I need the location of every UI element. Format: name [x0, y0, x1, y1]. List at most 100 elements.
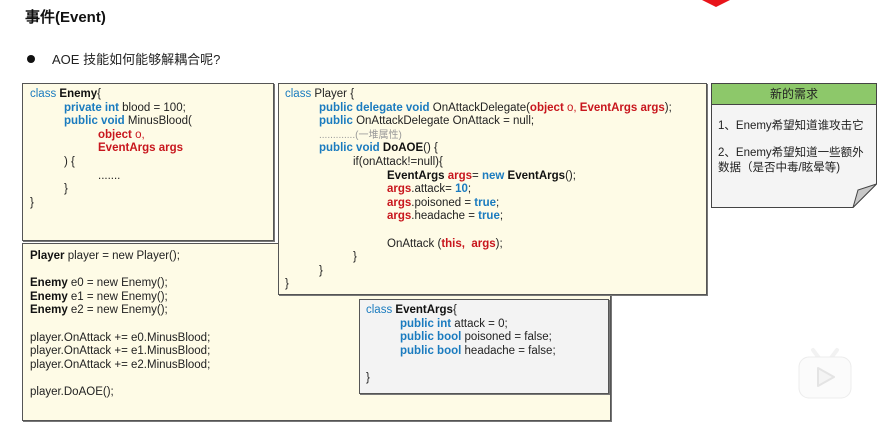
code-token: o, [563, 101, 580, 114]
code-token: public bool [400, 331, 462, 344]
blank-line [366, 358, 602, 372]
code-token: { [97, 88, 101, 100]
code-line: Enemy e1 = new Enemy(); [30, 291, 603, 305]
code-token: e2 = new Enemy(); [67, 304, 168, 317]
code-comment: .............(一堆属性) [285, 129, 700, 143]
code-token: EventArgs args [579, 101, 665, 114]
code-line: class Enemy{ [30, 88, 266, 102]
code-line: player.OnAttack += e1.MinusBlood; [30, 345, 211, 358]
code-token: e1 = new Enemy(); [67, 290, 168, 303]
code-token: blood = 100; [118, 101, 186, 114]
code-token: ; [467, 183, 472, 196]
code-token: DoAOE [382, 142, 424, 155]
code-token: class [285, 88, 312, 100]
code-line: OnAttack (this, args); [285, 238, 700, 252]
code-line: EventArgs args= new EventArgs(); [285, 170, 700, 184]
code-line: } [319, 264, 323, 277]
code-token: ) { [64, 155, 75, 168]
code-token: o, [131, 128, 145, 141]
code-token: args [447, 169, 473, 182]
code-line: player.OnAttack += e0.MinusBlood; [30, 331, 211, 344]
code-token: public int [400, 317, 452, 330]
code-token: EventArgs [395, 304, 453, 316]
note-paper-shape [711, 104, 877, 208]
code-token: this, args [441, 237, 496, 250]
code-token: } [30, 196, 34, 209]
code-token: ); [664, 101, 672, 114]
code-token: public void [319, 142, 380, 155]
code-token: player = new Player(); [64, 250, 180, 262]
code-line: } [353, 251, 357, 264]
code-token: true [478, 210, 500, 223]
code-token: .attack= [411, 183, 456, 196]
code-token: poisoned = false; [461, 331, 552, 344]
note-item-1: 1、Enemy希望知道谁攻击它 [718, 120, 864, 132]
code-line: player.OnAttack += e2.MinusBlood; [30, 358, 211, 371]
code-token: = [472, 169, 482, 182]
code-line: } [30, 183, 266, 197]
code-token: class [30, 88, 57, 100]
code-token: ; [499, 210, 504, 223]
red-slide-marker [702, 0, 730, 7]
code-token: ; [496, 196, 500, 209]
code-line: ) { [30, 156, 266, 170]
code-token: OnAttack ( [387, 237, 442, 250]
enemy-class-code-box: class Enemy{ private int blood = 100; pu… [22, 83, 274, 241]
note-text: 1、Enemy希望知道谁攻击它 2、Enemy希望知道一些额外数据（是否中毒/眩… [718, 119, 873, 188]
code-token: headache = false; [461, 344, 556, 357]
code-line: public int attack = 0; [366, 318, 602, 332]
code-token: Enemy [30, 290, 68, 303]
code-line: EventArgs args [30, 142, 266, 156]
code-line: args.headache = true; [285, 210, 700, 224]
code-token: (); [565, 169, 576, 182]
bullet-point: AOE 技能如何能够解耦合呢? [25, 49, 220, 68]
note-header: 新的需求 [711, 83, 877, 105]
requirements-note: 新的需求 1、Enemy希望知道谁攻击它 2、Enemy希望知道一些额外数据（是… [711, 83, 877, 208]
code-line: private int blood = 100; [30, 102, 266, 116]
code-token: Enemy [59, 88, 98, 100]
bilibili-tv-play-icon [798, 348, 852, 399]
code-token: public void [64, 115, 125, 128]
code-token: attack = 0; [451, 317, 508, 330]
code-line: Enemy e2 = new Enemy(); [30, 304, 603, 318]
blank-line [285, 224, 700, 238]
code-token: class [366, 304, 393, 316]
code-token: new [481, 169, 505, 182]
code-line: public bool poisoned = false; [366, 331, 602, 345]
code-token: object [529, 101, 564, 114]
code-line: Player player = new Player(); [30, 250, 603, 264]
code-line: public OnAttackDelegate OnAttack = null; [285, 115, 700, 129]
code-token: ); [495, 237, 503, 250]
code-line: public delegate void OnAttackDelegate(ob… [285, 102, 700, 116]
slide-title: 事件(Event) [25, 9, 106, 26]
code-line: } [285, 278, 289, 291]
code-line: ....... [30, 170, 266, 184]
code-line: class Player { [285, 88, 700, 102]
code-token: MinusBlood( [124, 115, 192, 128]
bullet-dot-icon [27, 54, 35, 63]
code-line: Enemy e0 = new Enemy(); [30, 277, 603, 291]
code-token: OnAttackDelegate OnAttack = null; [352, 115, 535, 128]
code-token: EventArgs [387, 169, 445, 182]
code-token: Enemy [30, 304, 68, 317]
eventargs-class-code-box: class EventArgs{ public int attack = 0; … [359, 299, 609, 394]
code-token: { [452, 304, 457, 316]
code-line: public void DoAOE() { [285, 142, 700, 156]
code-token: EventArgs args [98, 142, 184, 155]
code-token: args [387, 196, 412, 209]
code-token: args [387, 183, 412, 196]
note-item-2: 2、Enemy希望知道一些额外数据（是否中毒/眩晕等) [718, 147, 864, 174]
code-token: .poisoned = [411, 196, 475, 209]
code-token: EventArgs [507, 169, 566, 182]
code-token: public [319, 115, 353, 128]
code-line: class EventArgs{ [366, 304, 602, 318]
code-token: OnAttackDelegate( [429, 101, 530, 114]
code-token: ....... [98, 169, 121, 182]
code-line: if(onAttack!=null){ [353, 155, 443, 168]
code-token: Player [30, 250, 65, 262]
code-token: Player { [311, 88, 355, 100]
code-line: public bool headache = false; [366, 345, 602, 359]
code-line: object o, [30, 129, 266, 143]
player-class-code-box: class Player { public delegate void OnAt… [278, 83, 707, 295]
code-token: object [98, 128, 132, 141]
